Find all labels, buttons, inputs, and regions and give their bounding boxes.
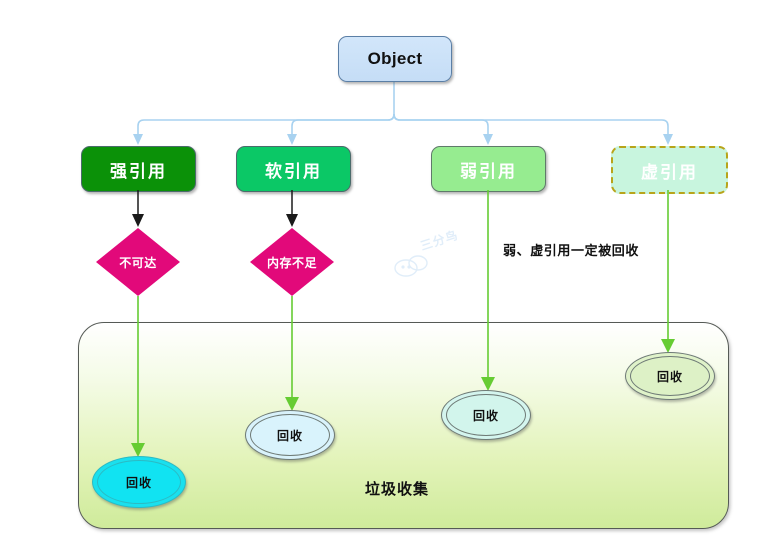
annotation-note: 弱、虚引用一定被回收 — [503, 243, 640, 258]
root-node-label: Object — [367, 49, 423, 68]
gc-region-label: 垃圾收集 — [365, 481, 430, 498]
node-weak-reference[interactable]: 弱引用 — [431, 146, 546, 192]
gc-node-recycle-2-label: 回收 — [250, 414, 330, 456]
node-phantom-reference-label: 虚引用 — [641, 162, 698, 182]
node-weak-reference-label: 弱引用 — [460, 161, 517, 181]
node-soft-reference-label: 软引用 — [265, 161, 322, 181]
gc-node-recycle-4-label: 回收 — [630, 356, 710, 396]
gc-node-recycle-4[interactable]: 回收 — [625, 352, 715, 400]
node-soft-reference[interactable]: 软引用 — [236, 146, 351, 192]
gc-node-recycle-2[interactable]: 回收 — [245, 410, 335, 460]
root-node-object[interactable]: Object — [338, 36, 452, 82]
node-strong-reference-label: 强引用 — [110, 161, 167, 181]
gc-node-recycle-3-label: 回收 — [446, 394, 526, 436]
gc-node-recycle-1-label: 回收 — [97, 460, 181, 504]
node-phantom-reference[interactable]: 虚引用 — [611, 146, 728, 194]
gc-region — [78, 322, 729, 529]
gc-node-recycle-3[interactable]: 回收 — [441, 390, 531, 440]
gc-node-recycle-1[interactable]: 回收 — [92, 456, 186, 508]
node-strong-reference[interactable]: 强引用 — [81, 146, 196, 192]
